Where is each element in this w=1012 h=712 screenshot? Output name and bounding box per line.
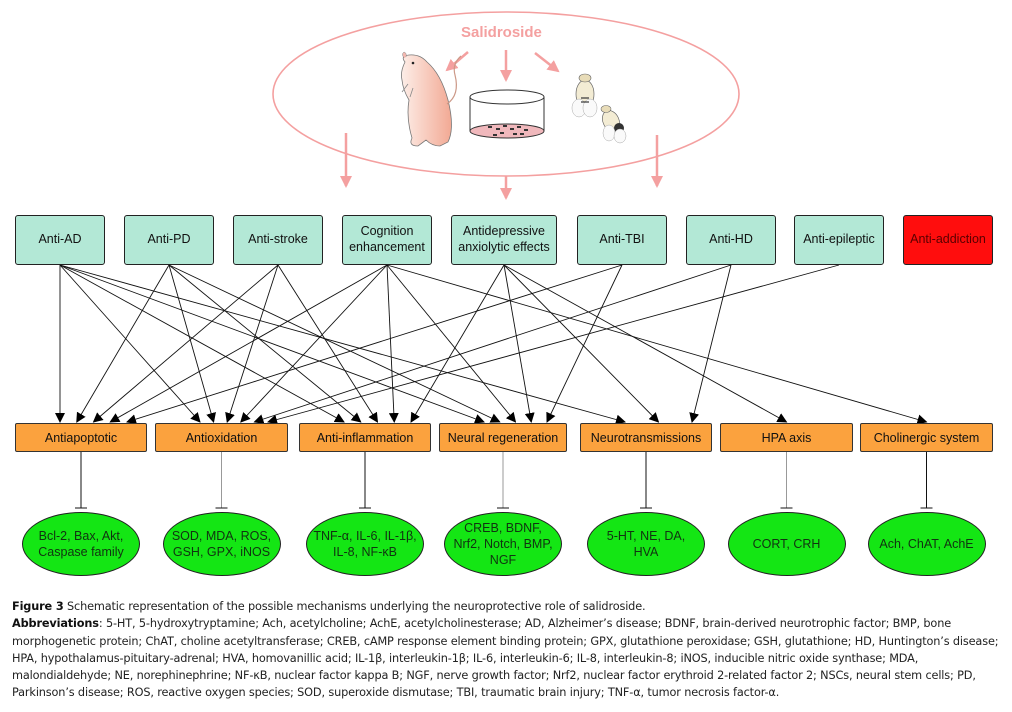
abbreviations-label: Abbreviations: [12, 617, 99, 631]
link-arrow-anti-epileptic-to-antioxidation: [267, 264, 840, 425]
effect-label: Anti-TBI: [599, 232, 645, 247]
link-arrow-anti-pd-to-antioxidation: [168, 264, 216, 423]
effect-label: Anti-epileptic: [803, 232, 875, 247]
mechanism-box-cholinergic-system: Cholinergic system: [860, 423, 993, 452]
link-arrow-anti-pd-to-neural-regeneration: [168, 264, 501, 423]
link-arrow-anti-tbi-to-antiapoptotic: [126, 264, 623, 425]
marker-list: 5-HT, NE, DA, HVA: [606, 528, 686, 559]
link-arrow-antidepressive-anxiolytic-effects-to-neural-regeneration: [503, 264, 535, 423]
link-arrow-cognition-enhancement-to-neural-regeneration: [386, 264, 517, 423]
mechanism-label: Antioxidation: [185, 430, 258, 445]
link-arrow-anti-tbi-to-neural-regeneration: [546, 264, 623, 423]
link-arrow-anti-stroke-to-antioxidation: [225, 264, 279, 423]
link-arrow-antidepressive-anxiolytic-effects-to-hpa-axis: [503, 264, 788, 423]
figure-caption: Figure 3 Schematic representation of the…: [12, 598, 1002, 702]
effect-box-anti-addiction: Anti-addiction: [903, 215, 993, 265]
effect-box-anti-pd: Anti-PD: [124, 215, 214, 265]
marker-oval-neurotransmissions: 5-HT, NE, DA, HVA: [587, 512, 705, 576]
link-arrow-anti-hd-to-antioxidation: [253, 264, 732, 424]
mechanism-diagram: Salidroside Anti-AD Anti-PD Anti-stroke Cog…: [15, 11, 993, 576]
abbreviations-text: : 5-HT, 5-hydroxytryptamine; Ach, acetyl…: [12, 617, 999, 700]
mechanism-box-hpa-axis: HPA axis: [720, 423, 853, 452]
link-arrow-cognition-enhancement-to-anti-inflammation: [386, 264, 399, 423]
effect-box-anti-ad: Anti-AD: [15, 215, 105, 265]
mechanism-label: Cholinergic system: [873, 430, 980, 445]
link-arrow-anti-pd-to-anti-inflammation: [168, 264, 362, 423]
mechanism-box-anti-inflammation: Anti-inflammation: [299, 423, 431, 452]
marker-list: CREB, BDNF, Nrf2, Notch, BMP, NGF: [453, 520, 553, 568]
link-arrow-cognition-enhancement-to-antioxidation: [240, 264, 388, 423]
link-arrow-anti-ad-to-anti-inflammation: [59, 264, 345, 423]
effect-label: Anti-PD: [147, 232, 191, 247]
link-arrow-anti-ad-to-antioxidation: [59, 264, 201, 423]
link-arrow-cognition-enhancement-to-cholinergic-system: [386, 264, 928, 425]
link-arrow-anti-hd-to-neurotransmissions: [689, 264, 732, 423]
mechanism-box-antiapoptotic: Antiapoptotic: [15, 423, 147, 452]
links-layer: [55, 264, 928, 425]
mechanism-label: Antiapoptotic: [44, 430, 118, 445]
marker-list: SOD, MDA, ROS, GSH, GPX, iNOS: [171, 528, 272, 559]
mechanism-label: Anti-inflammation: [316, 430, 414, 445]
marker-oval-antiapoptotic: Bcl-2, Bax, Akt, Caspase family: [22, 512, 140, 576]
marker-oval-cholinergic-system: Ach, ChAT, AchE: [867, 512, 986, 576]
salidroside-title: Salidroside: [461, 24, 542, 41]
mechanism-box-neural-regeneration: Neural regeneration: [439, 423, 567, 452]
inhibition-line-anti-inflammation: [359, 452, 371, 509]
mechanism-box-neurotransmissions: Neurotransmissions: [580, 423, 712, 452]
link-arrow-anti-ad-to-neurotransmissions: [59, 264, 626, 425]
effect-box-anti-hd: Anti-HD: [686, 215, 776, 265]
inhibition-line-antiapoptotic: [75, 452, 87, 509]
effect-box-anti-tbi: Anti-TBI: [577, 215, 667, 265]
effect-box-antidepressive-anxiolytic-effects: Antidepressive anxiolytic effects: [451, 215, 557, 265]
inhibition-line-neural-regeneration: [497, 452, 509, 509]
link-arrow-cognition-enhancement-to-antiapoptotic: [109, 264, 388, 423]
marker-list: CORT, CRH: [752, 536, 821, 551]
figure-description: Schematic representation of the possible…: [63, 600, 646, 613]
diagram-canvas: [55, 11, 933, 509]
marker-list: TNF-α, IL-6, IL-1β, IL-8, NF-κB: [313, 528, 417, 559]
link-arrow-anti-ad-to-neural-regeneration: [59, 264, 485, 424]
effect-box-cognition-enhancement: Cognition enhancement: [342, 215, 432, 265]
marker-oval-anti-inflammation: TNF-α, IL-6, IL-1β, IL-8, NF-κB: [306, 512, 424, 576]
effect-label: Anti-HD: [709, 232, 753, 247]
rat-illustration: [401, 51, 462, 147]
cell-culture-dish-illustration: [469, 89, 545, 139]
fruit-fly-illustration: [571, 73, 627, 144]
inhibition-line-neurotransmissions: [640, 452, 652, 509]
figure-label: Figure 3: [12, 600, 64, 613]
marker-oval-neural-regeneration: CREB, BDNF, Nrf2, Notch, BMP, NGF: [444, 512, 562, 576]
inhibition-line-hpa-axis: [780, 452, 793, 509]
mechanism-label: Neural regeneration: [447, 430, 559, 445]
link-arrow-antidepressive-anxiolytic-effects-to-anti-inflammation: [410, 264, 505, 423]
link-arrow-antidepressive-anxiolytic-effects-to-neurotransmissions: [503, 264, 660, 423]
mechanism-label: Neurotransmissions: [590, 430, 702, 445]
effect-label: Anti-AD: [38, 232, 82, 247]
marker-list: Bcl-2, Bax, Akt, Caspase family: [38, 528, 124, 559]
arrow-to-rat: [445, 51, 469, 72]
effect-label: Anti-stroke: [248, 232, 308, 247]
link-arrow-anti-stroke-to-antiapoptotic: [92, 264, 279, 423]
marker-list: Ach, ChAT, AchE: [879, 536, 974, 551]
effect-box-anti-epileptic: Anti-epileptic: [794, 215, 884, 265]
effect-label: Anti-addiction: [910, 232, 986, 247]
mechanism-box-antioxidation: Antioxidation: [155, 423, 288, 452]
effect-label: Cognition enhancement: [349, 224, 425, 254]
link-arrow-anti-pd-to-antiapoptotic: [76, 264, 170, 423]
link-arrow-anti-stroke-to-anti-inflammation: [277, 264, 379, 423]
arrow-to-flies: [534, 52, 560, 73]
effect-label: Antidepressive anxiolytic effects: [458, 224, 550, 254]
effect-box-anti-stroke: Anti-stroke: [233, 215, 323, 265]
marker-oval-antioxidation: SOD, MDA, ROS, GSH, GPX, iNOS: [162, 512, 281, 576]
mechanism-label: HPA axis: [761, 430, 812, 445]
marker-oval-hpa-axis: CORT, CRH: [727, 512, 846, 576]
inhibition-line-antioxidation: [215, 452, 228, 509]
inhibition-line-cholinergic-system: [920, 452, 933, 509]
inhibit-layer: [75, 452, 933, 509]
